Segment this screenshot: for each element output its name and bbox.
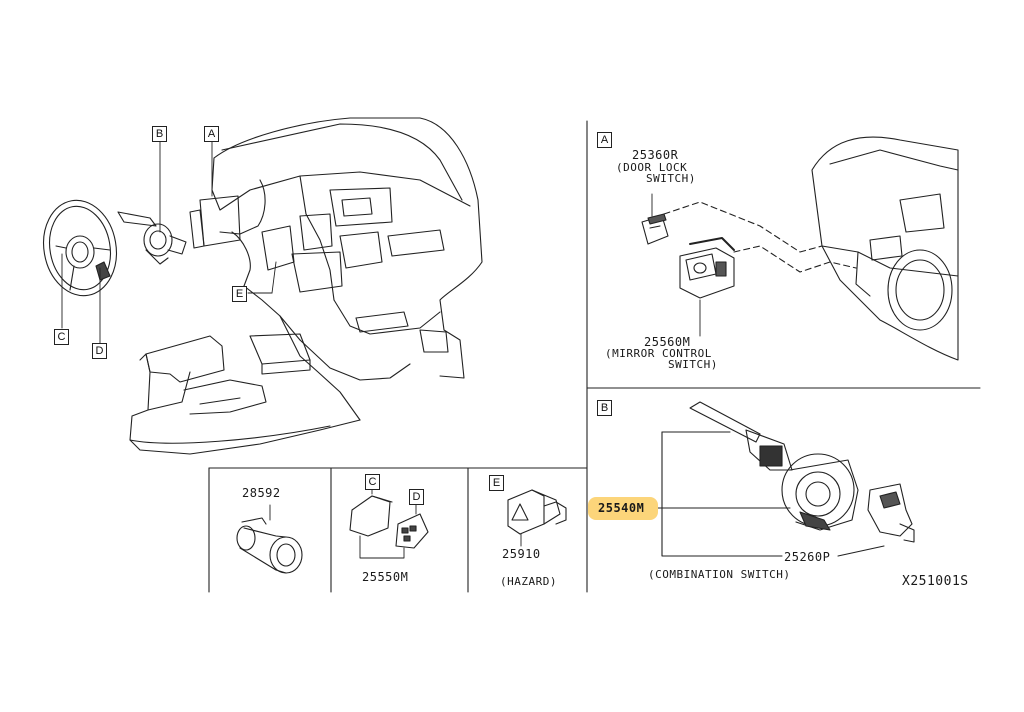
- part-28592[interactable]: 28592: [242, 486, 281, 500]
- panel-a-illustration: [641, 136, 959, 361]
- main-leader-lines: [61, 141, 277, 345]
- callout-d-main[interactable]: D: [92, 343, 107, 359]
- panel-frame-lines: [208, 120, 981, 593]
- part-25540m[interactable]: 25540M: [598, 501, 645, 515]
- callout-c-main[interactable]: C: [54, 329, 69, 345]
- hazard-switch-illustration: [507, 489, 567, 547]
- panel-b-illustration: [653, 401, 915, 557]
- panel-e-label: E: [489, 475, 504, 491]
- callout-a-main[interactable]: A: [204, 126, 219, 142]
- part-25360r[interactable]: 25360R: [632, 148, 679, 162]
- part-25260p[interactable]: 25260P: [784, 550, 831, 564]
- key-cylinder-illustration: [236, 504, 303, 574]
- part-25910[interactable]: 25910: [502, 547, 541, 561]
- panel-a-label: A: [597, 132, 612, 148]
- part-25550m[interactable]: 25550M: [362, 570, 409, 584]
- panel-d-label: D: [409, 489, 424, 505]
- highlight-25540m: [588, 497, 658, 520]
- column-switch-illustration: [117, 211, 187, 265]
- callout-b-main[interactable]: B: [152, 126, 167, 142]
- door-lock-caption-2: SWITCH): [646, 172, 696, 185]
- panel-c-label: C: [365, 474, 380, 490]
- combination-switch-caption: (COMBINATION SWITCH): [648, 568, 791, 581]
- steering-switches-illustration: [349, 487, 429, 559]
- dashboard-illustration: [129, 117, 483, 455]
- mirror-control-caption-2: SWITCH): [668, 358, 718, 371]
- mirror-control-caption-1: (MIRROR CONTROL: [605, 347, 712, 360]
- hazard-caption: (HAZARD): [500, 575, 557, 588]
- panel-b-label: B: [597, 400, 612, 416]
- callout-e-main[interactable]: E: [232, 286, 247, 302]
- door-lock-caption-1: (DOOR LOCK: [616, 161, 688, 174]
- diagram-code: X251001S: [902, 574, 969, 589]
- steering-wheel-illustration: [43, 199, 117, 297]
- part-25560m[interactable]: 25560M: [644, 335, 691, 349]
